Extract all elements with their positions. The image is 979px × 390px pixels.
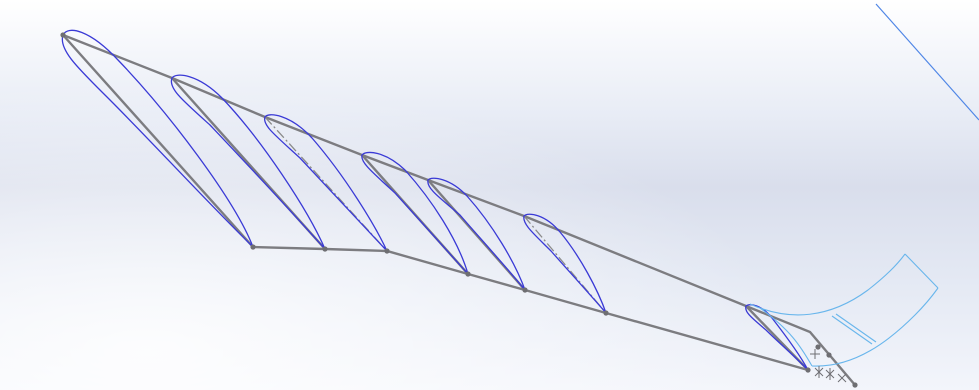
point-tip-c[interactable]	[852, 382, 858, 388]
tip-surface-inner-edge[interactable]	[811, 287, 939, 367]
chord-lines	[62, 34, 809, 371]
reference-axis-line[interactable]	[875, 3, 979, 121]
chord-line-1[interactable]	[62, 34, 254, 248]
wing-tip-surface	[749, 253, 939, 367]
point-trailing-4[interactable]	[465, 271, 471, 277]
construction-lines	[264, 116, 607, 314]
plus-cross-marker-icon[interactable]	[810, 349, 820, 359]
point-trailing-6[interactable]	[603, 310, 609, 316]
tip-surface-end-edge[interactable]	[904, 253, 939, 289]
sketch-points	[60, 32, 858, 388]
point-tip-b[interactable]	[826, 352, 832, 358]
asterisk-marker-icon[interactable]	[814, 366, 847, 383]
point-trailing-2[interactable]	[322, 246, 328, 252]
tip-surface-panel[interactable]	[831, 313, 877, 345]
point-leading-1[interactable]	[60, 32, 66, 38]
point-tip-a[interactable]	[815, 344, 821, 350]
trailing-edge-guide[interactable]	[252, 245, 809, 372]
tip-surface-outer-edge[interactable]	[749, 253, 906, 316]
construction-line-6[interactable]	[523, 215, 607, 314]
point-trailing-1[interactable]	[250, 244, 256, 250]
point-trailing-7[interactable]	[805, 367, 811, 373]
point-trailing-3[interactable]	[384, 248, 390, 254]
point-trailing-5[interactable]	[522, 287, 528, 293]
tip-surface-side-edge[interactable]	[759, 307, 813, 367]
airfoil-profile-3[interactable]	[263, 114, 388, 252]
